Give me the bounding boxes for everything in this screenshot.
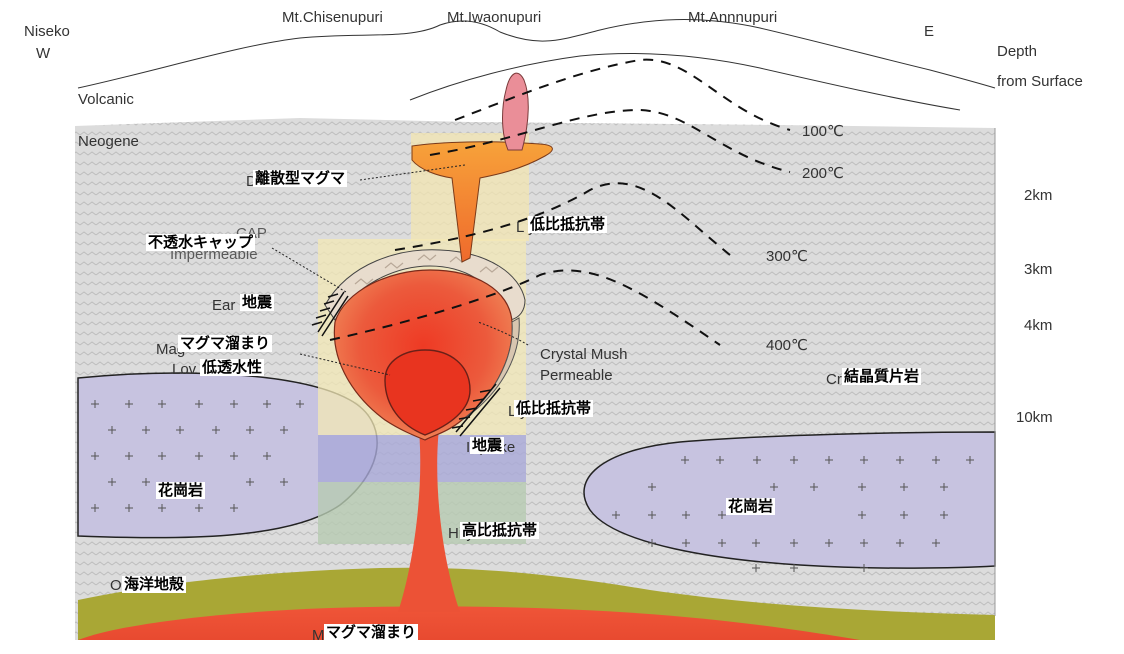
depth-title-2: from Surface <box>997 73 1083 90</box>
mountain-iwaonupuri: Mt.Iwaonupuri <box>447 9 542 26</box>
magma-core <box>384 349 471 436</box>
granite-west-marks <box>91 400 304 512</box>
deep-magma-reservoir <box>78 606 860 640</box>
isotherm-400 <box>329 269 721 346</box>
impermeable-cap <box>324 249 526 321</box>
jp-granite-east: 花崗岩 <box>726 497 776 515</box>
jp-low-resistivity-mid: 低比抵抗帯 <box>514 399 594 417</box>
jp-magma-reservoir: マグマ溜まり <box>178 334 273 352</box>
depth-3km: 3km <box>1024 261 1053 278</box>
place-label-niseko: Niseko <box>24 23 70 40</box>
jp-earthquake-west: 地震 <box>240 293 275 311</box>
jp-discrete-magma: 離散型マグマ <box>253 169 348 187</box>
jp-impermeable-cap: 不透水キャップ <box>146 233 256 251</box>
jp-earthquake-east: 地震 <box>470 436 505 454</box>
jp-low-resistivity-top: 低比抵抗帯 <box>528 215 608 233</box>
leader-arrows <box>271 164 529 376</box>
en-permeable: Permeable <box>540 367 613 384</box>
isotherms <box>329 58 791 346</box>
mountain-annnupuri: Mt.Annnupuri <box>688 9 778 26</box>
discrete-magma <box>411 141 553 263</box>
mountain-chisenupuri: Mt.Chisenupuri <box>282 9 383 26</box>
en-magma-reservoir: Mag <box>156 341 186 358</box>
crystal-mush-rim <box>461 317 520 421</box>
depth-2km: 2km <box>1024 187 1053 204</box>
earthquake-west-marks <box>311 291 349 337</box>
isotherm-label-400: 400℃ <box>766 337 808 354</box>
jp-magma-reservoir-deep: マグマ溜まり <box>324 623 419 641</box>
isotherm-100 <box>454 58 791 131</box>
magma-conduit <box>398 420 460 612</box>
depth-title-1: Depth <box>997 43 1038 60</box>
layer-volcanic: Volcanic <box>78 91 134 108</box>
layer-neogene: Neogene <box>78 133 139 150</box>
jp-crystalline-schist: 結晶質片岩 <box>842 367 922 385</box>
jp-low-permeability: 低透水性 <box>200 358 265 376</box>
en-crystal-mush: Crystal Mush <box>540 346 628 363</box>
depth-10km: 10km <box>1016 409 1053 426</box>
jp-granite-west: 花崗岩 <box>156 481 206 499</box>
earthquake-east-marks <box>451 383 501 437</box>
isotherm-200 <box>429 108 791 173</box>
isotherm-label-300: 300℃ <box>766 248 808 265</box>
direction-east: E <box>924 23 935 40</box>
isotherm-label-100: 100℃ <box>802 123 844 140</box>
volcanic-boundary <box>77 19 996 89</box>
jp-oceanic-crust: 海洋地殻 <box>122 575 187 593</box>
isotherm-300 <box>394 182 731 256</box>
jp-high-resistivity: 高比抵抗帯 <box>460 521 540 539</box>
depth-4km: 4km <box>1024 317 1053 334</box>
isotherm-label-200: 200℃ <box>802 165 844 182</box>
granite-east <box>583 431 996 569</box>
granite-east-marks <box>612 456 974 572</box>
magma-plume <box>502 72 529 151</box>
volcanic-lower-boundary <box>409 52 961 111</box>
direction-west: W <box>36 45 51 62</box>
